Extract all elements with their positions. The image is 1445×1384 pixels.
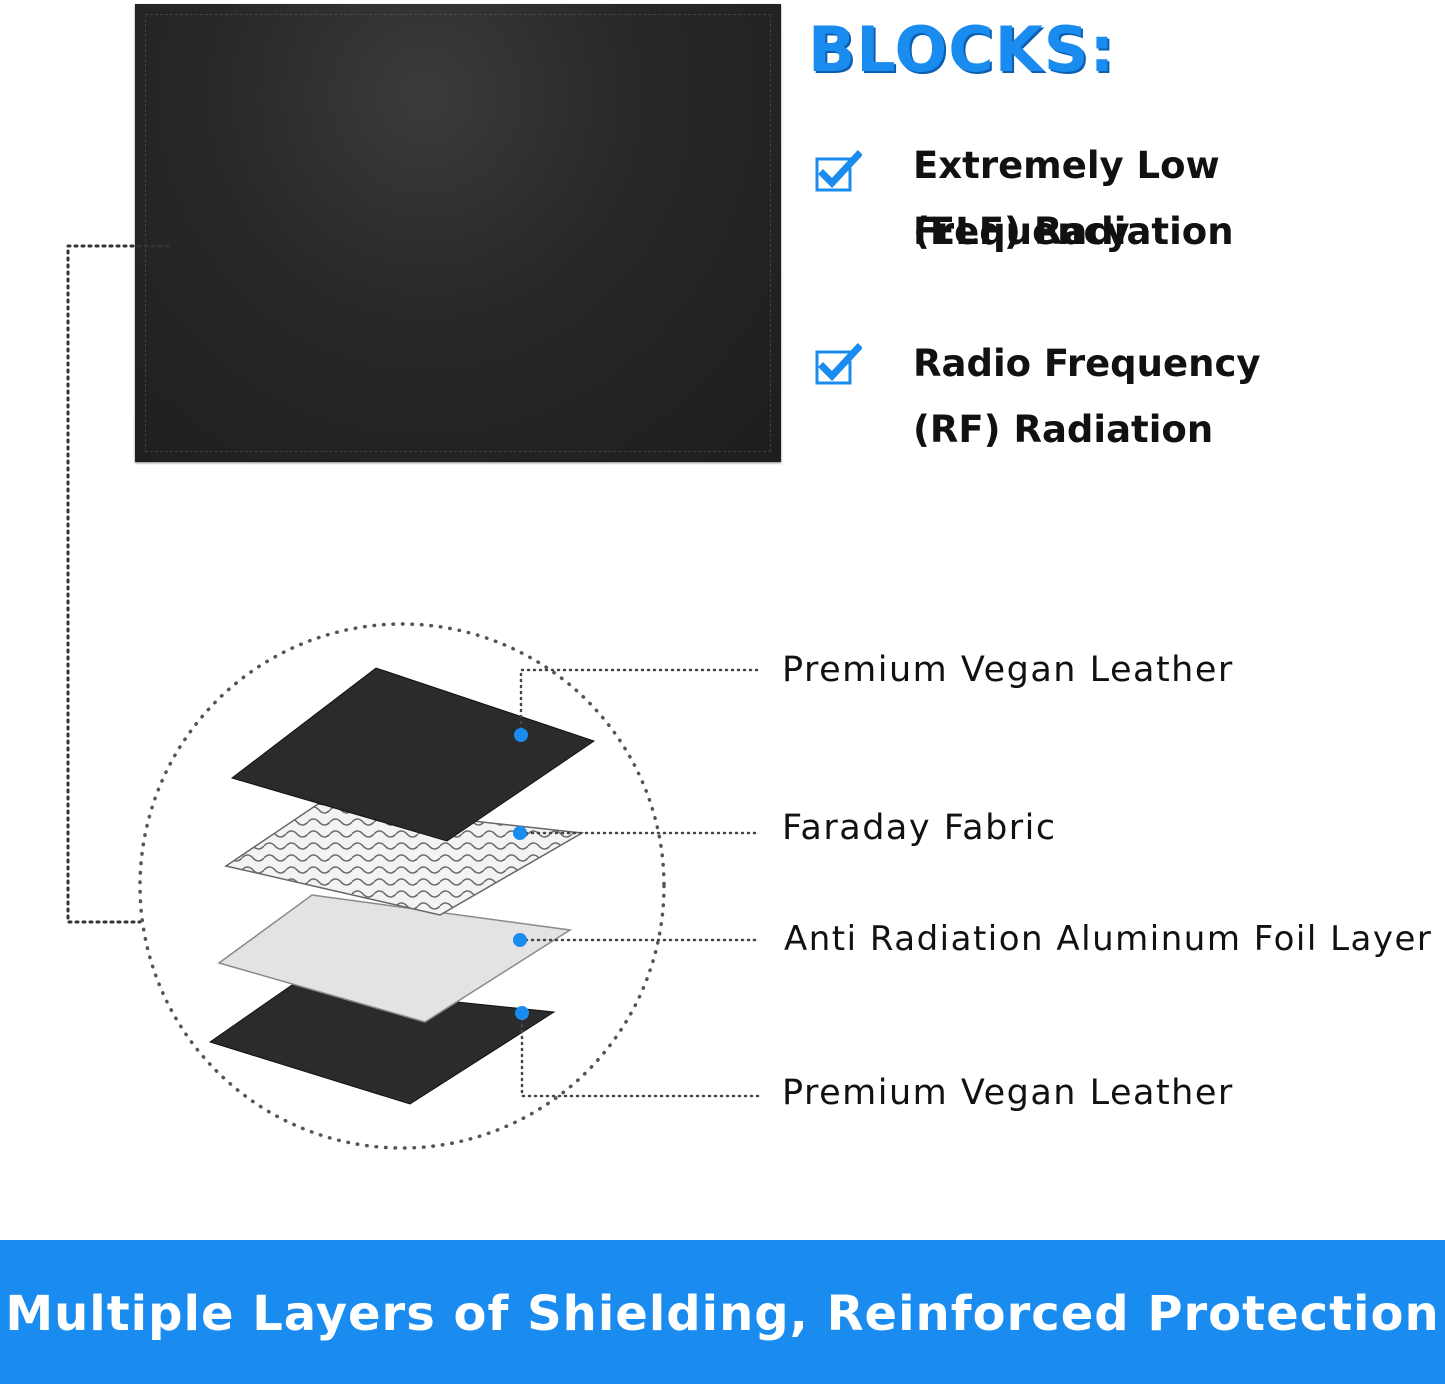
layer-label-top-leather: Premium Vegan Leather <box>782 650 1234 690</box>
feature-rf-line2: (RF) Radiation <box>913 408 1214 451</box>
layers-diagram <box>66 244 762 1150</box>
marker-dot-2 <box>513 826 527 840</box>
checkbox-checked-icon <box>815 343 862 385</box>
magnify-circle <box>138 622 666 1150</box>
blocks-title: BLOCKS: <box>808 13 1116 86</box>
bracket-connector <box>66 244 170 924</box>
marker-dot-4 <box>515 1006 529 1020</box>
feature-elf-line1: Extremely Low Frequency <box>913 144 1220 253</box>
layer-label-bottom-leather: Premium Vegan Leather <box>782 1073 1234 1113</box>
layer-label-aluminum-foil: Anti Radiation Aluminum Foil Layer <box>784 919 1433 959</box>
leader-line-1 <box>519 668 762 737</box>
layer-aluminum-foil <box>217 894 573 1023</box>
layer-top-leather <box>230 667 596 842</box>
bottom-banner: Multiple Layers of Shielding, Reinforced… <box>0 1240 1445 1384</box>
feature-elf-line2: (ELF) Radiation <box>913 210 1234 253</box>
marker-dot-3 <box>513 933 527 947</box>
banner-text: Multiple Layers of Shielding, Reinforced… <box>5 1286 1440 1342</box>
checkbox-checked-icon <box>815 150 862 192</box>
leader-line-4 <box>520 1011 762 1098</box>
layer-bottom-leather <box>208 984 556 1105</box>
layer-label-faraday-fabric: Faraday Fabric <box>782 808 1057 848</box>
desk-pad-image <box>135 4 781 462</box>
feature-rf-line1: Radio Frequency <box>913 342 1261 385</box>
marker-dot-1 <box>514 728 528 742</box>
